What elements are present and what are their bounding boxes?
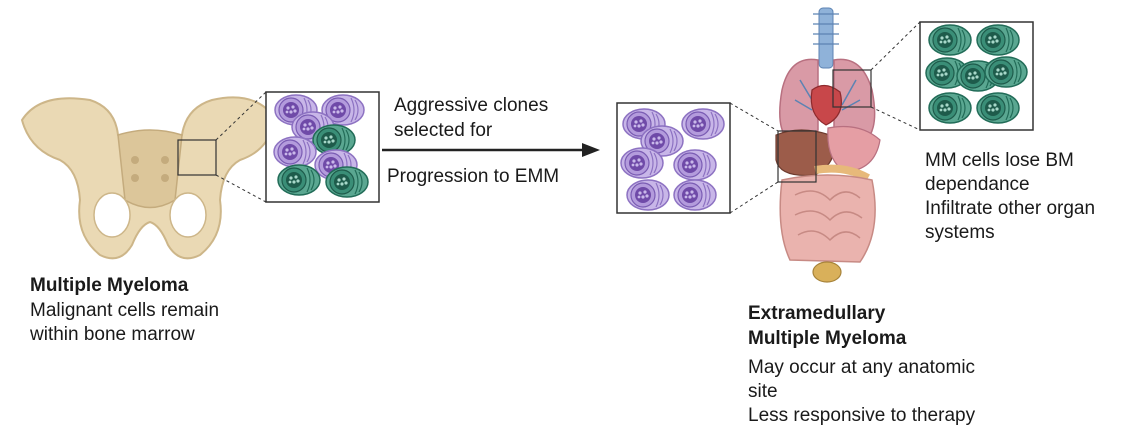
organ-note-line2: dependance <box>925 174 1030 195</box>
left-desc-line1: Malignant cells remain <box>30 300 220 321</box>
cell-cluster-icon <box>265 91 380 203</box>
cell-cluster-icon <box>919 21 1034 131</box>
left-desc-line2: within bone marrow <box>30 324 195 345</box>
right-title-line2: Multiple Myeloma <box>748 328 907 349</box>
arrow-bottom-label: Progression to EMM <box>387 166 560 187</box>
right-desc-line1: May occur at any anatomic <box>748 357 976 378</box>
arrow-top-line1: Aggressive clones <box>394 95 549 116</box>
pelvis-icon <box>20 96 277 260</box>
right-desc-line3: Less responsive to therapy <box>748 405 976 426</box>
arrow-top-line2: selected for <box>394 120 493 141</box>
cell-cluster-icon <box>616 102 731 214</box>
right-desc-line2: site <box>748 381 778 402</box>
organ-note-line4: systems <box>925 222 995 243</box>
organ-note-line3: Infiltrate other organ <box>925 198 1096 219</box>
arrow-icon <box>382 143 600 157</box>
left-title: Multiple Myeloma <box>30 275 189 296</box>
organ-note-line1: MM cells lose BM <box>925 150 1074 171</box>
human-organs-icon <box>775 7 881 283</box>
right-title-line1: Extramedullary <box>748 303 886 324</box>
